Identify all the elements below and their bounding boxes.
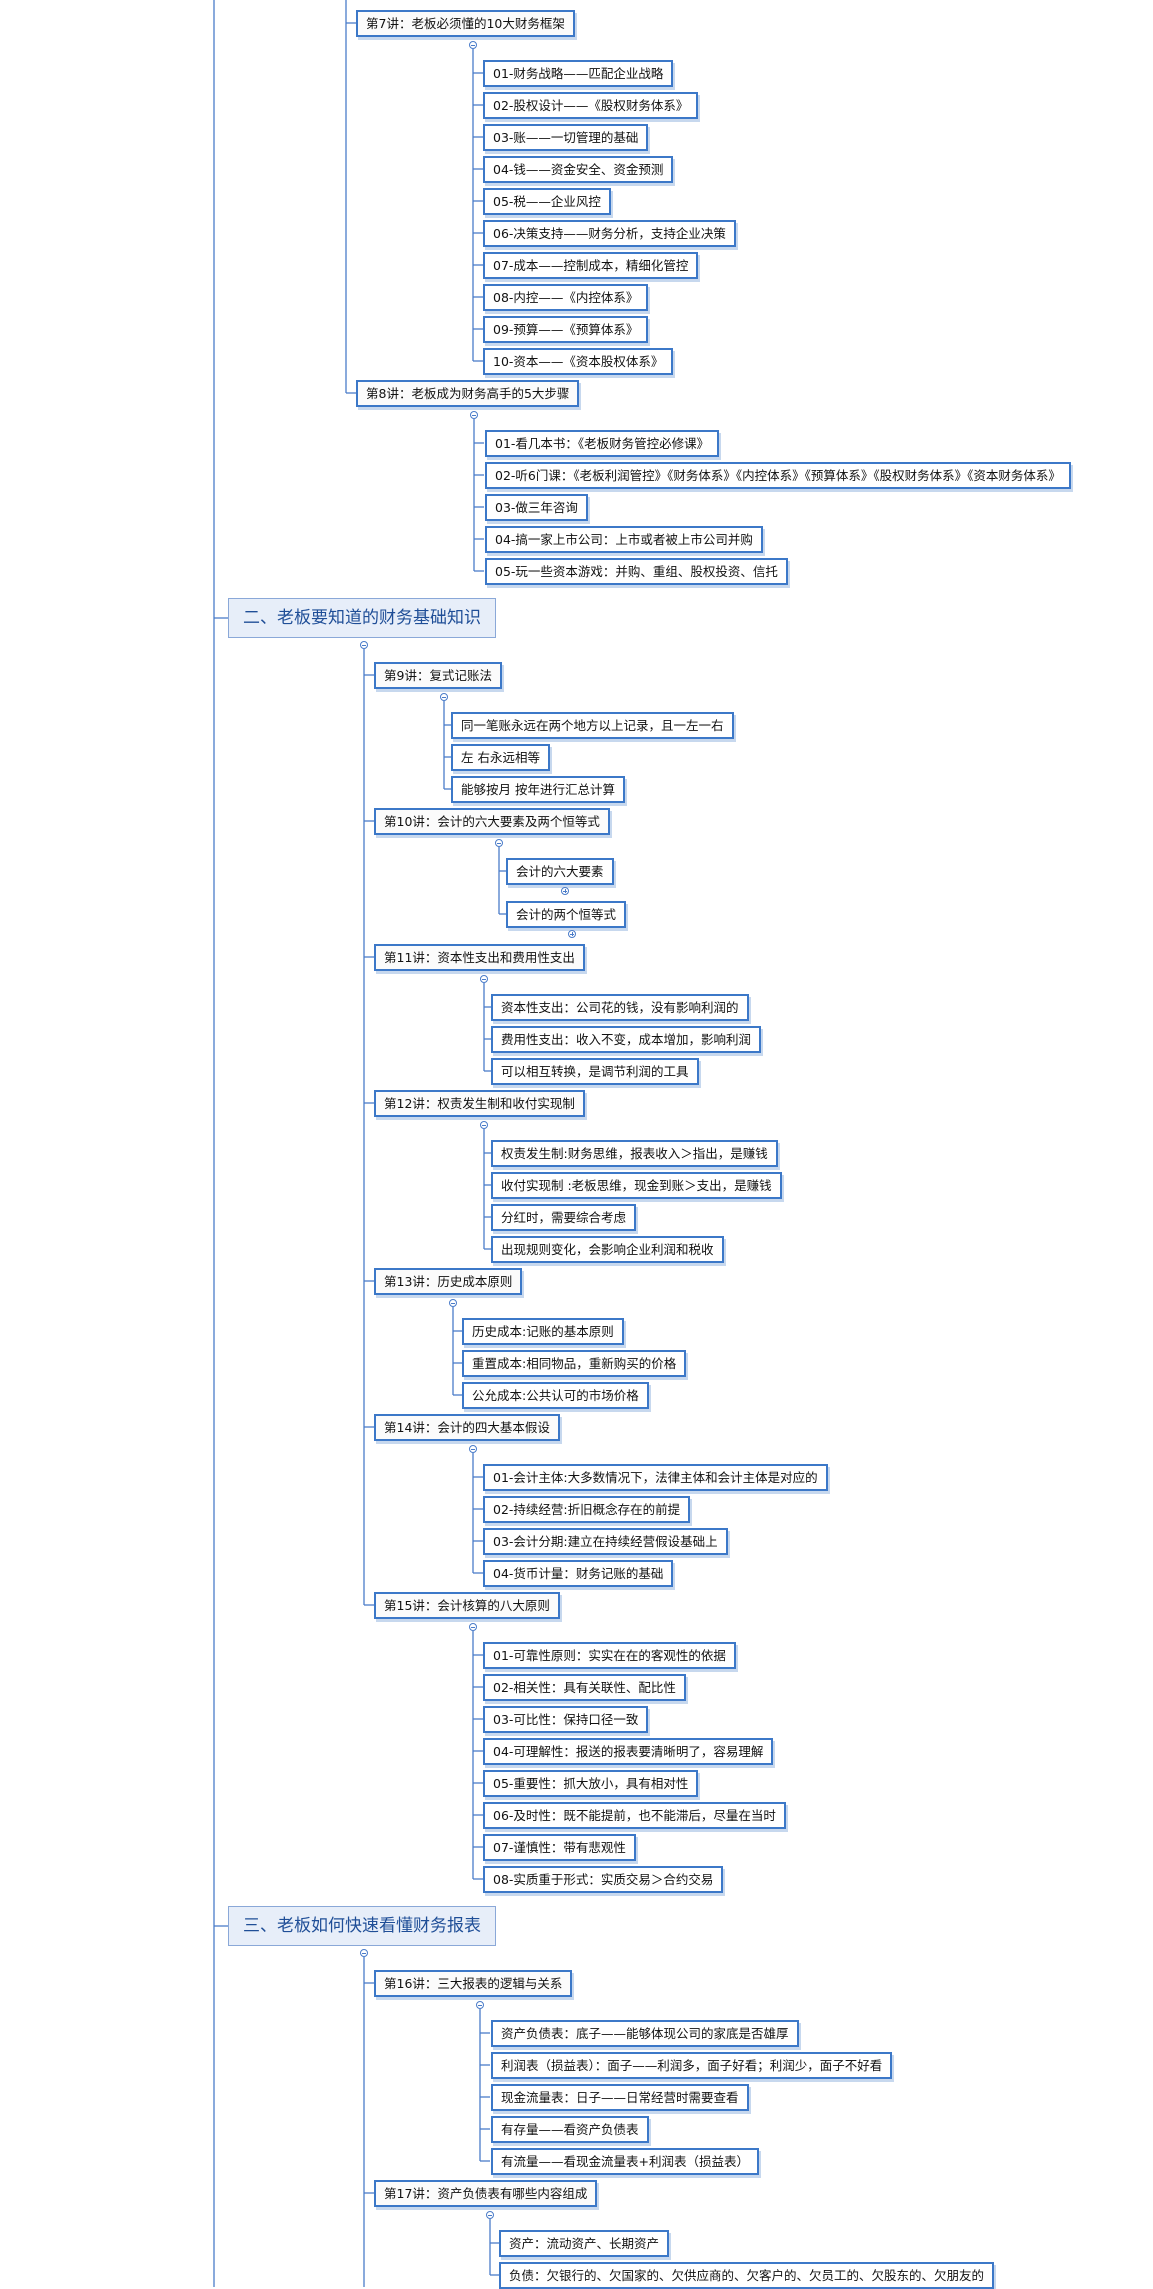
lecture-15-item-1[interactable]: 01-可靠性原则：实实在在的客观性的依据 — [483, 1642, 736, 1669]
section-2-node[interactable]: 二、老板要知道的财务基础知识 — [228, 598, 496, 638]
lecture-7-item-7[interactable]: 07-成本——控制成本，精细化管控 — [483, 252, 699, 279]
lecture-8-item-3[interactable]: 03-做三年咨询 — [485, 494, 588, 521]
lecture-13-item-2[interactable]: 重置成本:相同物品，重新购买的价格 — [462, 1350, 687, 1377]
lecture-17-item-2[interactable]: 负债：欠银行的、欠国家的、欠供应商的、欠客户的、欠员工的、欠股东的、欠朋友的 — [499, 2262, 995, 2289]
lecture-17-node[interactable]: 第17讲：资产负债表有哪些内容组成 — [374, 2180, 598, 2207]
collapse-toggle-icon[interactable] — [440, 693, 448, 701]
lecture-16-item-2[interactable]: 利润表（损益表）：面子——利润多，面子好看；利润少，面子不好看 — [491, 2052, 893, 2079]
lecture-7-item-5[interactable]: 05-税——企业风控 — [483, 188, 611, 215]
lecture-14-node[interactable]: 第14讲：会计的四大基本假设 — [374, 1414, 560, 1441]
lecture-15-item-8[interactable]: 08-实质重于形式：实质交易＞合约交易 — [483, 1866, 724, 1893]
lecture-9-item-1[interactable]: 同一笔账永远在两个地方以上记录，且一左一右 — [451, 712, 734, 739]
collapse-toggle-icon[interactable] — [476, 2001, 484, 2009]
lecture-7-node[interactable]: 第7讲：老板必须懂的10大财务框架 — [356, 10, 575, 37]
lecture-7-item-6[interactable]: 06-决策支持——财务分析，支持企业决策 — [483, 220, 736, 247]
lecture-7-item-9[interactable]: 09-预算——《预算体系》 — [483, 316, 649, 343]
collapse-toggle-icon[interactable] — [480, 975, 488, 983]
lecture-15-item-5[interactable]: 05-重要性：抓大放小，具有相对性 — [483, 1770, 699, 1797]
lecture-14-item-2[interactable]: 02-持续经营:折旧概念存在的前提 — [483, 1496, 691, 1523]
lecture-12-item-1[interactable]: 权责发生制:财务思维，报表收入＞指出，是赚钱 — [491, 1140, 778, 1167]
lecture-14-item-3[interactable]: 03-会计分期:建立在持续经营假设基础上 — [483, 1528, 728, 1555]
collapse-toggle-icon[interactable] — [480, 1121, 488, 1129]
lecture-10-node[interactable]: 第10讲：会计的六大要素及两个恒等式 — [374, 808, 610, 835]
lecture-8-item-4[interactable]: 04-搞一家上市公司：上市或者被上市公司并购 — [485, 526, 763, 553]
lecture-7-item-4[interactable]: 04-钱——资金安全、资金预测 — [483, 156, 674, 183]
lecture-15-item-6[interactable]: 06-及时性：既不能提前，也不能滞后，尽量在当时 — [483, 1802, 786, 1829]
lecture-15-item-3[interactable]: 03-可比性：保持口径一致 — [483, 1706, 649, 1733]
lecture-7-item-8[interactable]: 08-内控——《内控体系》 — [483, 284, 649, 311]
lecture-13-item-3[interactable]: 公允成本:公共认可的市场价格 — [462, 1382, 649, 1409]
lecture-15-item-4[interactable]: 04-可理解性：报送的报表要清晰明了，容易理解 — [483, 1738, 774, 1765]
collapse-toggle-icon[interactable] — [486, 2211, 494, 2219]
lecture-8-node[interactable]: 第8讲：老板成为财务高手的5大步骤 — [356, 380, 580, 407]
collapse-toggle-icon[interactable] — [360, 1949, 368, 1957]
lecture-12-node[interactable]: 第12讲：权责发生制和收付实现制 — [374, 1090, 585, 1117]
lecture-16-node[interactable]: 第16讲：三大报表的逻辑与关系 — [374, 1970, 573, 1997]
collapse-toggle-icon[interactable] — [470, 411, 478, 419]
lecture-10-item-1[interactable]: 会计的六大要素 — [506, 858, 614, 885]
lecture-12-item-3[interactable]: 分红时，需要综合考虑 — [491, 1204, 637, 1231]
lecture-16-item-5[interactable]: 有流量——看现金流量表+利润表（损益表） — [491, 2148, 759, 2175]
lecture-7-item-2[interactable]: 02-股权设计——《股权财务体系》 — [483, 92, 699, 119]
lecture-15-item-7[interactable]: 07-谨慎性：带有悲观性 — [483, 1834, 636, 1861]
lecture-14-item-1[interactable]: 01-会计主体:大多数情况下，法律主体和会计主体是对应的 — [483, 1464, 828, 1491]
collapse-toggle-icon[interactable] — [449, 1299, 457, 1307]
lecture-11-item-3[interactable]: 可以相互转换，是调节利润的工具 — [491, 1058, 699, 1085]
collapse-toggle-icon[interactable] — [469, 1445, 477, 1453]
lecture-16-item-4[interactable]: 有存量——看资产负债表 — [491, 2116, 649, 2143]
lecture-7-item-1[interactable]: 01-财务战略——匹配企业战略 — [483, 60, 674, 87]
collapse-toggle-icon[interactable] — [495, 839, 503, 847]
lecture-16-item-3[interactable]: 现金流量表：日子——日常经营时需要查看 — [491, 2084, 749, 2111]
lecture-15-node[interactable]: 第15讲：会计核算的八大原则 — [374, 1592, 560, 1619]
lecture-11-item-1[interactable]: 资本性支出：公司花的钱，没有影响利润的 — [491, 994, 749, 1021]
lecture-14-item-4[interactable]: 04-货币计量：财务记账的基础 — [483, 1560, 674, 1587]
lecture-9-item-3[interactable]: 能够按月 按年进行汇总计算 — [451, 776, 625, 803]
lecture-12-item-2[interactable]: 收付实现制 :老板思维，现金到账＞支出，是赚钱 — [491, 1172, 782, 1199]
collapse-toggle-icon[interactable] — [469, 41, 477, 49]
lecture-17-item-1[interactable]: 资产：流动资产、长期资产 — [499, 2230, 670, 2257]
lecture-7-item-3[interactable]: 03-账——一切管理的基础 — [483, 124, 649, 151]
lecture-15-item-2[interactable]: 02-相关性：具有关联性、配比性 — [483, 1674, 686, 1701]
lecture-13-node[interactable]: 第13讲：历史成本原则 — [374, 1268, 523, 1295]
lecture-9-item-2[interactable]: 左 右永远相等 — [451, 744, 550, 771]
collapse-toggle-icon[interactable] — [360, 641, 368, 649]
lecture-8-item-5[interactable]: 05-玩一些资本游戏：并购、重组、股权投资、信托 — [485, 558, 788, 585]
lecture-8-item-2[interactable]: 02-听6门课：《老板利润管控》《财务体系》《内控体系》《预算体系》《股权财务体… — [485, 462, 1071, 489]
lecture-7-item-10[interactable]: 10-资本——《资本股权体系》 — [483, 348, 674, 375]
lecture-11-node[interactable]: 第11讲：资本性支出和费用性支出 — [374, 944, 585, 971]
expand-toggle-icon[interactable] — [568, 930, 576, 938]
lecture-12-item-4[interactable]: 出现规则变化，会影响企业利润和税收 — [491, 1236, 724, 1263]
collapse-toggle-icon[interactable] — [469, 1623, 477, 1631]
lecture-8-item-1[interactable]: 01-看几本书：《老板财务管控必修课》 — [485, 430, 720, 457]
lecture-10-item-2[interactable]: 会计的两个恒等式 — [506, 901, 627, 928]
lecture-9-node[interactable]: 第9讲：复式记账法 — [374, 662, 502, 689]
section-3-node[interactable]: 三、老板如何快速看懂财务报表 — [228, 1906, 496, 1946]
lecture-11-item-2[interactable]: 费用性支出：收入不变，成本增加，影响利润 — [491, 1026, 762, 1053]
lecture-13-item-1[interactable]: 历史成本:记账的基本原则 — [462, 1318, 624, 1345]
lecture-16-item-1[interactable]: 资产负债表：底子——能够体现公司的家底是否雄厚 — [491, 2020, 799, 2047]
expand-toggle-icon[interactable] — [561, 887, 569, 895]
